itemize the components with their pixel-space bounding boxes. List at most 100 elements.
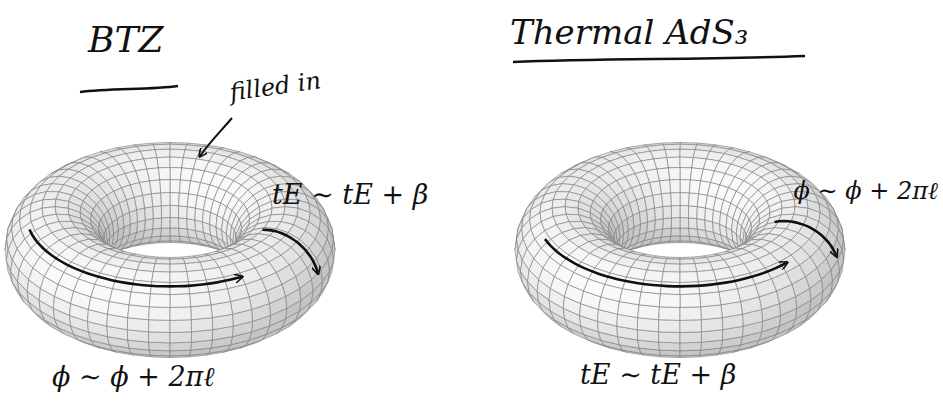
torus-grid-cell [109, 289, 131, 305]
torus-grid-cell [689, 218, 698, 229]
torus-grid-cell [665, 149, 680, 157]
torus-grid-cell [170, 307, 191, 321]
identification-label: tE ∼ tE + β [272, 180, 428, 210]
torus-grid-cell [680, 320, 702, 333]
torus-grid-cell [637, 318, 658, 332]
torus-grid-cell [689, 206, 698, 219]
torus-grid-cell [209, 289, 231, 305]
torus-grid-cell [179, 218, 188, 229]
torus-grid-cell [680, 294, 701, 308]
torus-grid-cell [155, 149, 170, 157]
torus-grid-cell [663, 218, 672, 229]
torus-grid-cell [179, 193, 189, 207]
torus-grid-cell [680, 144, 697, 150]
cycle-arrow [545, 239, 787, 286]
torus-grid-cell [170, 282, 190, 295]
torus-grid-cell [659, 307, 680, 321]
torus-grid-cell [701, 318, 722, 332]
torus-grid-cell [170, 236, 180, 241]
torus-grid-cell [680, 168, 692, 180]
title-label: Thermal AdS₃ [510, 14, 748, 51]
torus-grid-cell [170, 218, 179, 229]
torus-grid-cell [150, 282, 170, 295]
torus-grid-cell [680, 205, 689, 217]
torus-grid-cell [659, 342, 680, 351]
torus-grid-cell [655, 219, 664, 231]
torus-grid-cell [128, 305, 150, 320]
identification-label: ϕ ∼ ϕ + 2πℓ [794, 178, 939, 204]
torus-grid-cell [565, 207, 579, 215]
torus-grid-cell [663, 264, 680, 272]
torus-grid-cell [158, 168, 170, 180]
torus-grid-cell [705, 208, 714, 222]
torus-grid-cell [151, 193, 161, 207]
cycle-arrow [262, 230, 318, 274]
torus-grid-cell [157, 157, 170, 168]
torus-grid-cell [170, 320, 192, 333]
torus-grid-cell [667, 157, 680, 168]
torus-grid-cell [671, 193, 680, 206]
torus-grid-cell [145, 207, 154, 220]
torus-grid-cell [670, 180, 680, 193]
torus-grid-cell [170, 193, 179, 206]
torus-grid-cell [671, 205, 680, 217]
identification-label: ϕ ∼ ϕ + 2πℓ [52, 362, 215, 392]
torus-grid-cell [665, 259, 680, 264]
torus-grid-cell [680, 282, 700, 295]
torus-grid-cell [187, 219, 196, 231]
underline [80, 86, 178, 92]
torus-grid-cell [601, 285, 623, 302]
torus-grid-cell [161, 228, 170, 236]
torus-grid-cell [680, 193, 689, 206]
torus-grid-cell [153, 218, 162, 229]
torus-grid-cell [671, 218, 680, 229]
torus-grid-cell [655, 207, 664, 220]
torus-grid-cell [137, 208, 146, 222]
torus-grid-cell [161, 205, 170, 217]
identification-label: tE ∼ tE + β [580, 360, 736, 390]
torus-grid-cell [191, 305, 213, 320]
torus-grid-cell [153, 264, 170, 272]
torus-grid-cell [161, 193, 170, 206]
torus-grid-cell [680, 157, 693, 168]
torus-grid-cell [738, 285, 760, 302]
torus-grid-cell [195, 208, 204, 222]
torus-grid-cell [781, 207, 795, 215]
torus-grid-cell [639, 292, 660, 307]
torus-grid-cell [127, 318, 148, 332]
torus-grid-cell [170, 264, 187, 272]
torus-grid-cell [647, 208, 656, 222]
torus-grid-cell [191, 318, 212, 332]
torus-grid-cell [149, 320, 171, 333]
torus-grid-cell [680, 259, 695, 264]
torus-grid-cell [170, 157, 183, 168]
torus-grid-cell [170, 259, 185, 264]
torus-grid-cell [228, 285, 250, 302]
torus-grid-cell [170, 272, 188, 283]
torus-grid-cell [680, 218, 689, 229]
torus-grid-cell [91, 285, 113, 302]
torus-grid-cell [149, 307, 170, 321]
underline [513, 56, 805, 62]
torus-grid-cell [680, 180, 690, 193]
torus-grid-cell [719, 289, 741, 305]
btz-torus [5, 143, 335, 358]
torus-grid-cell [689, 193, 699, 207]
torus-grid-cell [149, 342, 170, 351]
title-label: BTZ [88, 20, 163, 60]
torus-grid-cell [153, 144, 170, 150]
torus-grid-cell [619, 289, 641, 305]
torus-grid-cell [131, 280, 152, 294]
torus-grid-cell [153, 206, 162, 219]
torus-grid-cell [641, 280, 662, 294]
cycle-arrow [775, 221, 837, 256]
torus-grid-cell [671, 228, 680, 236]
torus-grid-cell [149, 294, 170, 308]
torus-grid-cell [145, 219, 154, 231]
torus-grid-cell [170, 168, 182, 180]
annotation-label: filled in [228, 67, 322, 106]
torus-grid-cell [160, 236, 170, 241]
torus-grid-cell [170, 294, 191, 308]
torus-grid-cell [680, 332, 702, 343]
